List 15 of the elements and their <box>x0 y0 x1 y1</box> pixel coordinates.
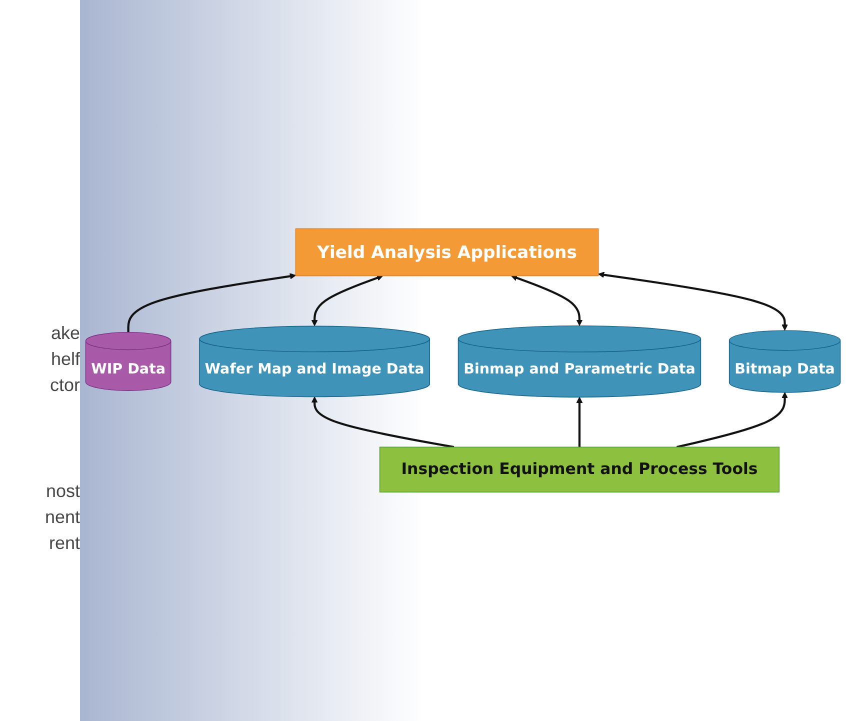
cut-off-text: nost <box>44 480 80 503</box>
node-box: Inspection Equipment and Process Tools <box>379 446 780 493</box>
arrow <box>311 396 454 448</box>
cut-off-text: nent <box>44 506 80 529</box>
arrow <box>127 273 296 332</box>
arrow <box>598 272 788 331</box>
cut-off-text: ake <box>50 322 80 345</box>
arrow <box>676 392 788 448</box>
cut-off-text: ctor <box>48 374 80 397</box>
arrow <box>576 396 583 448</box>
arrow <box>511 274 583 326</box>
arrow <box>311 274 384 326</box>
cut-off-text: helf <box>50 348 80 371</box>
cut-off-text: rent <box>48 532 80 555</box>
node-box: Yield Analysis Applications <box>295 228 599 276</box>
